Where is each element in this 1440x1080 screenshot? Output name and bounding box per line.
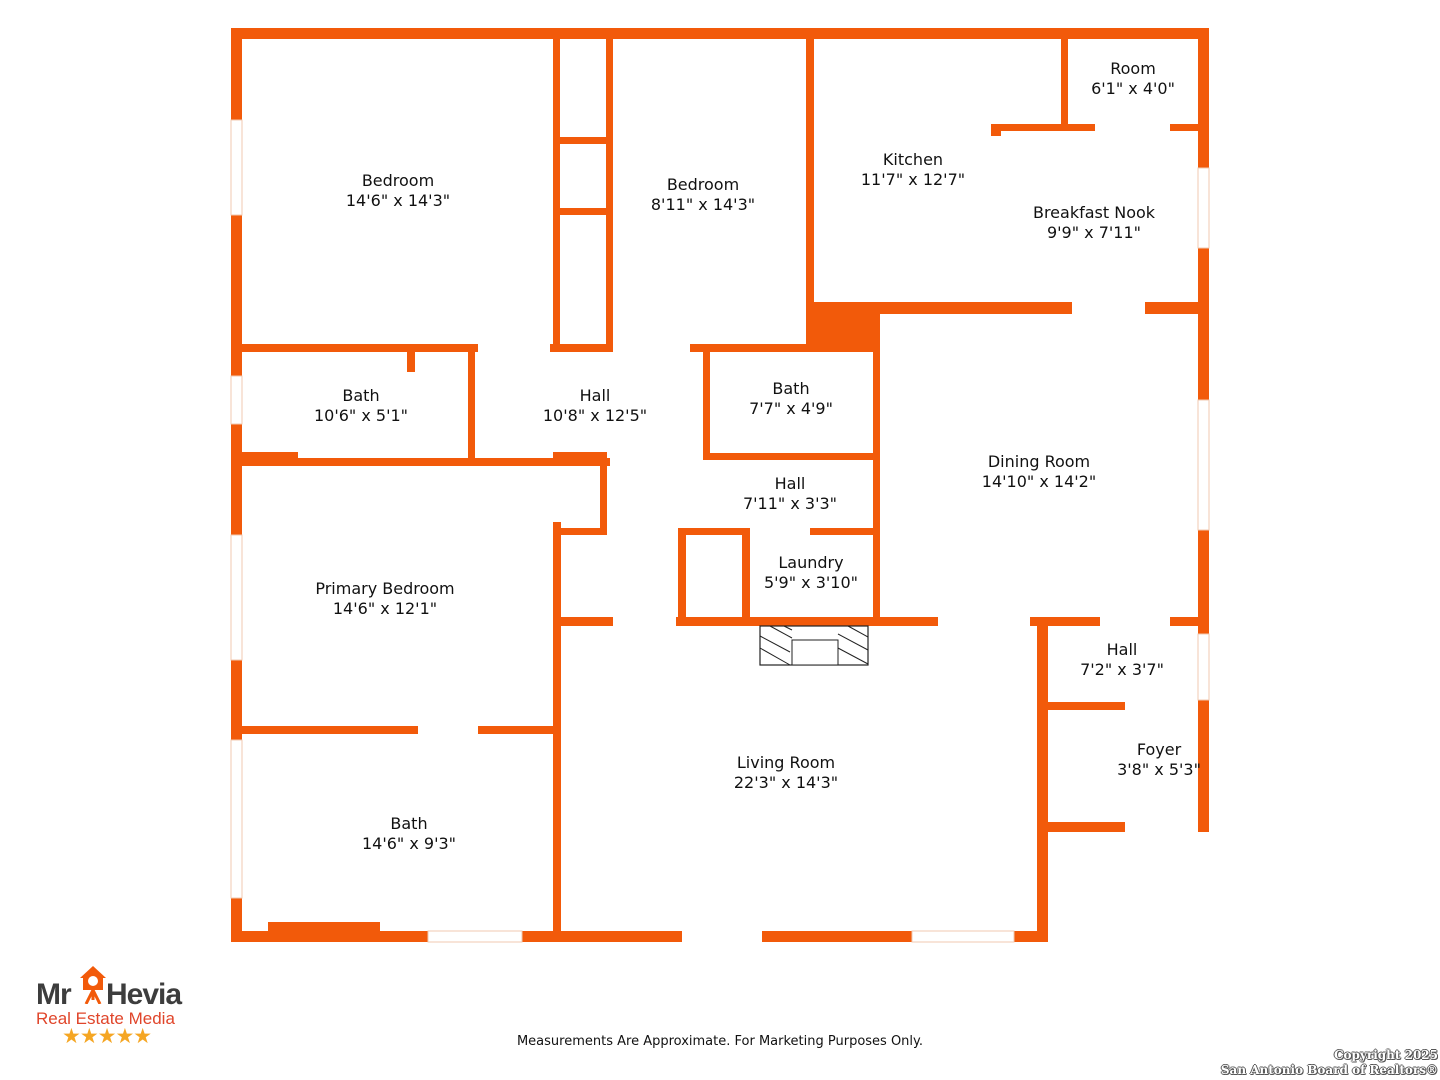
room-dims: 22'3" x 14'3"	[734, 773, 838, 792]
room-name: Primary Bedroom	[315, 579, 454, 598]
room-name: Breakfast Nook	[1033, 203, 1156, 222]
room-dims: 10'8" x 12'5"	[543, 406, 647, 425]
room-dims: 14'6" x 14'3"	[346, 191, 450, 210]
logo-text-mr: Mr	[36, 978, 72, 1011]
room-name: Hall	[1107, 640, 1138, 659]
room-dims: 3'8" x 5'3"	[1117, 760, 1201, 779]
room-name: Bedroom	[667, 175, 739, 194]
room-name: Foyer	[1137, 740, 1182, 759]
room-name: Bath	[772, 379, 809, 398]
room-name: Room	[1110, 59, 1156, 78]
room-name: Hall	[775, 474, 806, 493]
logo-subtitle: Real Estate Media	[36, 1009, 175, 1028]
house-camera-icon	[80, 966, 106, 1004]
room-dims: 14'6" x 9'3"	[362, 834, 456, 853]
copyright: Copyright 2025 San Antonio Board of Real…	[1221, 1048, 1438, 1078]
room-dims: 10'6" x 5'1"	[314, 406, 408, 425]
brand-logo: Mr Hevia Real Estate Media ★★★★★	[34, 964, 204, 1049]
room-dims: 7'7" x 4'9"	[749, 399, 833, 418]
room-dims: 14'6" x 12'1"	[333, 599, 437, 618]
room-dims: 14'10" x 14'2"	[982, 472, 1096, 491]
room-dims: 6'1" x 4'0"	[1091, 79, 1175, 98]
star-rating: ★★★★★	[62, 1024, 152, 1048]
copyright-line-2: San Antonio Board of Realtors®	[1220, 1063, 1438, 1077]
room-name: Bath	[342, 386, 379, 405]
room-dims: 9'9" x 7'11"	[1047, 223, 1141, 242]
room-name: Kitchen	[883, 150, 943, 169]
room-name: Bath	[390, 814, 427, 833]
room-dims: 11'7" x 12'7"	[861, 170, 965, 189]
copyright-line-1: Copyright 2025	[1333, 1048, 1438, 1062]
room-dims: 7'2" x 3'7"	[1080, 660, 1164, 679]
room-labels: Bedroom 14'6" x 14'3" Bedroom 8'11" x 14…	[314, 59, 1201, 853]
room-name: Bedroom	[362, 171, 434, 190]
fireplace	[759, 625, 869, 666]
room-name: Hall	[580, 386, 611, 405]
room-dims: 8'11" x 14'3"	[651, 195, 755, 214]
room-name: Living Room	[737, 753, 835, 772]
openings	[230, 119, 1210, 943]
disclaimer: Measurements Are Approximate. For Market…	[516, 1034, 924, 1049]
room-dims: 7'11" x 3'3"	[743, 494, 837, 513]
room-dims: 5'9" x 3'10"	[764, 573, 858, 592]
room-name: Laundry	[778, 553, 843, 572]
logo-text-hevia: Hevia	[106, 978, 182, 1011]
room-name: Dining Room	[988, 452, 1090, 471]
